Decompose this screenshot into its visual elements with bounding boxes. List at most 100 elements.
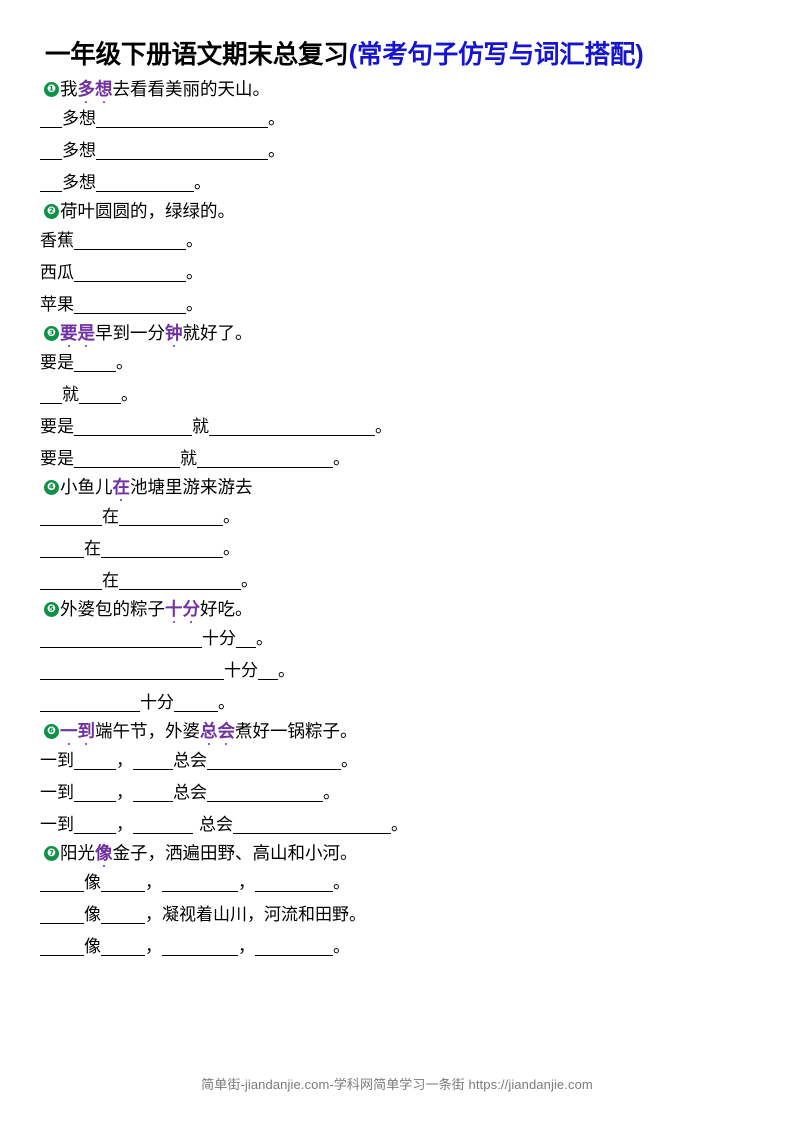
sentence-period: 。 xyxy=(333,936,350,956)
stem-plain-text: 早到一分 xyxy=(95,322,165,343)
blank-underline[interactable] xyxy=(79,388,121,404)
answer-blank-line[interactable]: 要是就。 xyxy=(40,411,764,443)
blank-underline[interactable] xyxy=(40,876,84,892)
blank-underline[interactable] xyxy=(207,786,323,802)
exercise-stem-text: 小鱼儿在池塘里游来游去 xyxy=(60,476,253,502)
blank-underline[interactable] xyxy=(74,234,186,250)
answer-blank-line[interactable]: 一到，总会。 xyxy=(40,745,764,777)
exercise-stem-text: 我多想去看看美丽的天山。 xyxy=(60,80,270,104)
answer-blank-line[interactable]: 就。 xyxy=(40,379,764,411)
blank-underline[interactable] xyxy=(101,908,145,924)
answer-blank-line[interactable]: 西瓜。 xyxy=(40,257,764,289)
blank-underline[interactable] xyxy=(40,112,62,128)
blank-underline[interactable] xyxy=(74,452,180,468)
blank-underline[interactable] xyxy=(233,818,391,834)
answer-blank-line[interactable]: 十分。 xyxy=(40,655,764,687)
sentence-period: 。 xyxy=(391,814,408,834)
blank-underline[interactable] xyxy=(40,908,84,924)
prompt-word: 苹果 xyxy=(40,294,74,314)
blank-underline[interactable] xyxy=(162,940,238,956)
answer-blank-line[interactable]: 多想。 xyxy=(40,103,764,135)
answer-blank-line[interactable]: 香蕉。 xyxy=(40,225,764,257)
blank-underline[interactable] xyxy=(209,420,375,436)
prompt-word: 十分 xyxy=(140,692,174,712)
blank-underline[interactable] xyxy=(101,876,145,892)
blank-underline[interactable] xyxy=(40,940,84,956)
sentence-period: 。 xyxy=(218,692,235,712)
blank-underline[interactable] xyxy=(74,356,116,372)
exercise-stem-text: 阳光像金子，洒遍田野、高山和小河。 xyxy=(60,842,358,868)
blank-underline[interactable] xyxy=(101,940,145,956)
answer-blank-line[interactable]: 像，凝视着山川，河流和田野。 xyxy=(40,899,764,931)
answer-blank-line[interactable]: 在。 xyxy=(40,565,764,597)
page-title-parenthetical: (常考句子仿写与词汇搭配) xyxy=(348,41,644,69)
stem-plain-text: 金子，洒遍田野、高山和小河。 xyxy=(112,842,358,863)
answer-blank-line[interactable]: 要是 。 xyxy=(40,347,764,379)
prompt-word: 要是 xyxy=(40,353,74,373)
answer-blank-line[interactable]: 苹果 。 xyxy=(40,289,764,321)
exercise-stem-text: 荷叶圆圆的，绿绿的。 xyxy=(60,202,235,221)
blank-underline[interactable] xyxy=(40,664,224,680)
blank-underline[interactable] xyxy=(162,876,238,892)
blank-underline[interactable] xyxy=(40,510,102,526)
blank-underline[interactable] xyxy=(74,754,116,770)
blank-underline[interactable] xyxy=(40,144,62,160)
answer-blank-line[interactable]: 多想。 xyxy=(40,135,764,167)
answer-blank-line[interactable]: 要是就。 xyxy=(40,443,764,475)
blank-underline[interactable] xyxy=(96,112,268,128)
blank-underline[interactable] xyxy=(101,542,223,558)
emphasized-phrase: 一到 xyxy=(60,722,95,746)
answer-blank-line[interactable]: 一到，总会。 xyxy=(40,809,764,841)
answer-blank-line[interactable]: 像，，。 xyxy=(40,867,764,899)
sentence-period: 。 xyxy=(186,294,203,314)
blank-underline[interactable] xyxy=(74,420,192,436)
stem-plain-text: 小鱼儿 xyxy=(60,476,113,497)
blank-underline[interactable] xyxy=(40,696,140,712)
sentence-period: 。 xyxy=(241,570,258,590)
blank-underline[interactable] xyxy=(174,696,218,712)
answer-blank-line[interactable]: 十分 。 xyxy=(40,687,764,719)
answer-blank-line[interactable]: 像，，。 xyxy=(40,931,764,963)
blank-underline[interactable] xyxy=(119,510,223,526)
blank-underline[interactable] xyxy=(133,786,173,802)
blank-underline[interactable] xyxy=(74,786,116,802)
prompt-word: 在 xyxy=(84,538,101,558)
blank-underline[interactable] xyxy=(40,632,202,648)
item-number-badge: ❶ xyxy=(44,81,59,97)
stem-plain-text: 就好了。 xyxy=(182,322,253,343)
blank-underline[interactable] xyxy=(207,754,341,770)
blank-underline[interactable] xyxy=(119,574,241,590)
blank-underline[interactable] xyxy=(74,298,186,314)
sentence-period: 。 xyxy=(333,873,350,893)
answer-blank-line[interactable]: 在。 xyxy=(40,533,764,565)
blank-underline[interactable] xyxy=(133,754,173,770)
blank-underline[interactable] xyxy=(255,940,333,956)
exercise-stem-text: 要是早到一分钟就好了。 xyxy=(60,322,253,348)
blank-underline[interactable] xyxy=(74,266,186,282)
blank-underline[interactable] xyxy=(96,176,194,192)
answer-blank-line[interactable]: 十分。 xyxy=(40,623,764,655)
blank-underline[interactable] xyxy=(255,876,333,892)
answer-blank-line[interactable]: 一到，总会。 xyxy=(40,777,764,809)
blank-underline[interactable] xyxy=(40,388,62,404)
blank-underline[interactable] xyxy=(133,818,193,834)
blank-underline[interactable] xyxy=(40,176,62,192)
blank-underline[interactable] xyxy=(96,144,268,160)
blank-underline[interactable] xyxy=(74,818,116,834)
blank-underline[interactable] xyxy=(40,574,102,590)
answer-blank-line[interactable]: 在。 xyxy=(40,501,764,533)
stem-plain-text: 端午节，外婆 xyxy=(95,720,200,741)
prompt-word: 就 xyxy=(62,385,79,404)
blank-underline[interactable] xyxy=(40,542,84,558)
blank-underline[interactable] xyxy=(236,632,256,648)
blank-underline[interactable] xyxy=(258,664,278,680)
answer-blank-line[interactable]: 多想。 xyxy=(40,167,764,199)
blank-underline[interactable] xyxy=(197,452,333,468)
sentence-period: 。 xyxy=(223,538,240,558)
stem-plain-text: 外婆包的粽子 xyxy=(60,598,165,619)
sentence-period: 。 xyxy=(116,353,133,373)
item-number-badge: ❼ xyxy=(44,845,59,861)
